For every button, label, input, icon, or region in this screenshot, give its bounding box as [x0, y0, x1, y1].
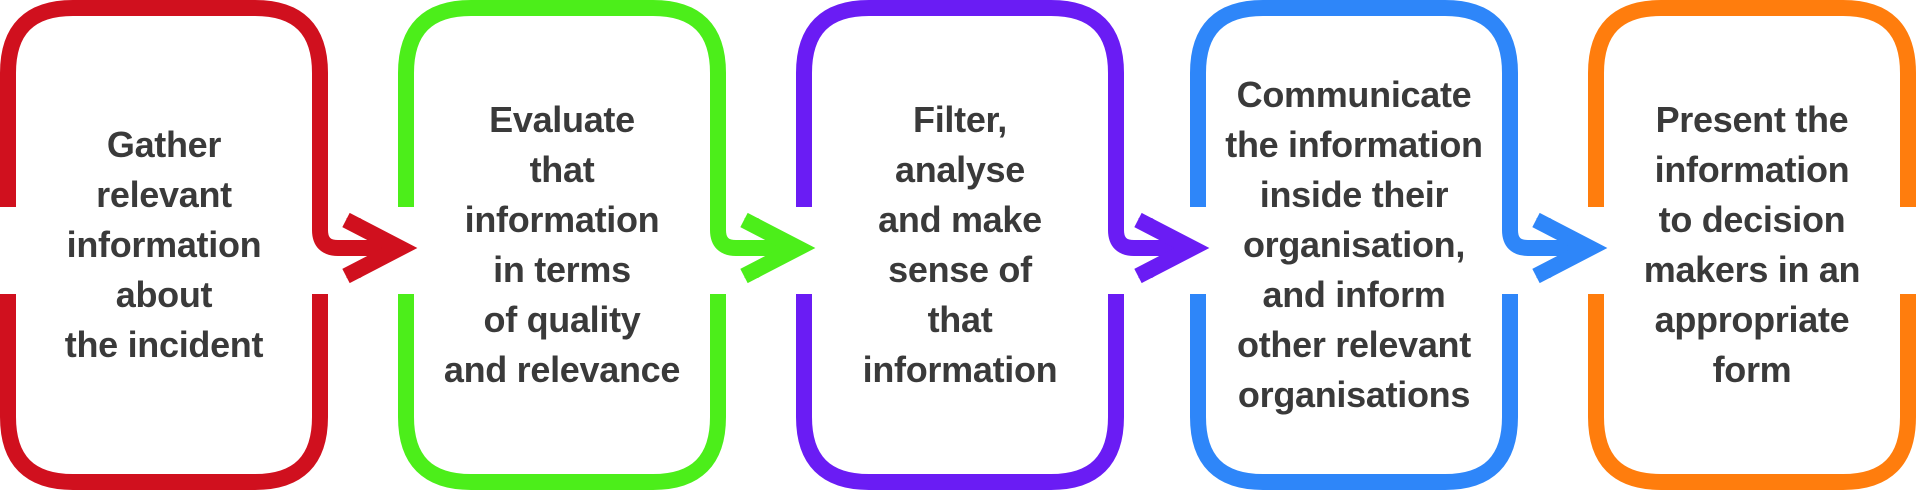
arrow-1-to-2	[312, 207, 418, 284]
step-2-box	[398, 0, 726, 490]
arrow-4-to-5	[1502, 207, 1608, 284]
step-5-label: Present the information to decision make…	[1643, 99, 1861, 390]
step-4-label: Communicate the information inside their…	[1225, 74, 1483, 415]
step-1-label: Gather relevant information about the in…	[64, 124, 264, 365]
step-1-box	[0, 0, 328, 490]
step-4-box	[1190, 0, 1518, 490]
arrow-3-to-4	[1108, 207, 1210, 284]
step-2-label: Evaluate that information in terms of qu…	[443, 99, 681, 390]
step-3-label: Filter, analyse and make sense of that i…	[862, 99, 1058, 390]
step-3-box	[796, 0, 1124, 490]
step-5-box	[1588, 0, 1916, 490]
arrow-2-to-3	[710, 207, 816, 284]
